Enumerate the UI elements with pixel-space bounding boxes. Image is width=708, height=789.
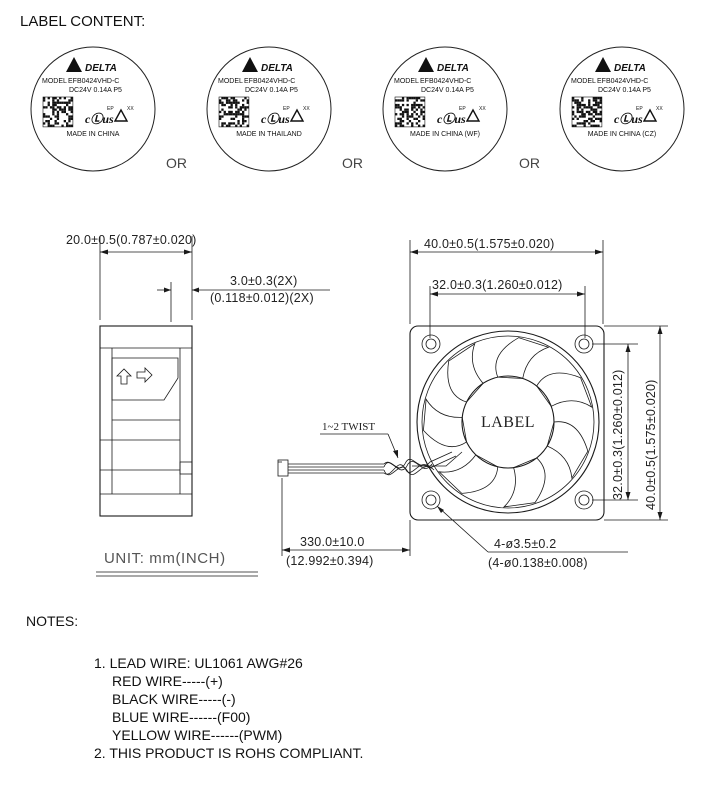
wire-length-dimension-inch: (12.992±0.394)	[286, 554, 374, 568]
note-line: 2. THIS PRODUCT IS ROHS COMPLIANT.	[94, 745, 363, 761]
model-key: MODEL	[42, 78, 67, 85]
brand-name: DELTA	[261, 63, 293, 74]
fan-blade	[495, 337, 550, 379]
unit-label: UNIT: mm(INCH)	[104, 550, 226, 567]
notes-title: NOTES:	[26, 613, 78, 629]
front-view: 40.0±0.5(1.575±0.020) 32.0±0.3(1.260±0.0…	[277, 237, 668, 570]
fan-blade	[546, 421, 589, 480]
delta-logo-icon	[595, 57, 611, 72]
xx-mark: XX	[127, 106, 134, 112]
ul-mark-icon: cⓁus	[85, 112, 114, 126]
hub-label: LABEL	[481, 414, 535, 431]
qr-code-icon	[218, 96, 250, 128]
lip-dimension: 3.0±0.3(2X)	[230, 274, 297, 288]
side-view: 20.0±0.5(0.787±0.020) 3.0±0.3(2X) (0.118…	[66, 233, 330, 577]
note-line: YELLOW WIRE------(PWM)	[112, 727, 282, 743]
airflow-arrow-icon	[116, 368, 132, 385]
height-hole-dimension: 32.0±0.3(1.260±0.012)	[611, 369, 625, 500]
origin: MADE IN CHINA (CZ)	[588, 131, 656, 138]
ep-mark: EP	[283, 106, 290, 112]
or-separator: OR	[342, 155, 363, 171]
warning-triangle-icon	[465, 108, 481, 122]
or-separator: OR	[519, 155, 540, 171]
note-line: RED WIRE-----(+)	[112, 673, 223, 689]
ep-mark: EP	[459, 106, 466, 112]
width-overall-dimension: 40.0±0.5(1.575±0.020)	[424, 237, 555, 251]
rating: DC24V 0.14A P5	[598, 87, 651, 94]
origin: MADE IN CHINA	[67, 131, 120, 138]
delta-logo-icon	[242, 57, 258, 72]
note-line: 1. LEAD WIRE: UL1061 AWG#26	[94, 655, 303, 671]
model-key: MODEL	[394, 78, 419, 85]
or-separator: OR	[166, 155, 187, 171]
fan-blades	[423, 337, 593, 508]
model-number: EFB0424VHD-C	[68, 78, 119, 85]
fan-blade	[423, 398, 467, 448]
note-line: BLACK WIRE-----(-)	[112, 691, 236, 707]
note-line: BLUE WIRE------(F00)	[112, 709, 250, 725]
origin: MADE IN THAILAND	[236, 131, 302, 138]
ul-mark-icon: cⓁus	[437, 112, 466, 126]
label-content-heading: LABEL CONTENT:	[20, 13, 145, 30]
qr-code-icon	[42, 96, 74, 128]
origin: MADE IN CHINA (WF)	[410, 131, 480, 138]
rating: DC24V 0.14A P5	[245, 87, 298, 94]
qr-code-icon	[394, 96, 426, 128]
ep-mark: EP	[107, 106, 114, 112]
xx-mark: XX	[479, 106, 486, 112]
ul-mark-icon: cⓁus	[614, 112, 643, 126]
wire-length-dimension: 330.0±10.0	[300, 535, 364, 549]
xx-mark: XX	[303, 106, 310, 112]
xx-mark: XX	[656, 106, 663, 112]
ul-mark-icon: cⓁus	[261, 112, 290, 126]
warning-triangle-icon	[642, 108, 658, 122]
model-number: EFB0424VHD-C	[244, 78, 295, 85]
rating: DC24V 0.14A P5	[421, 87, 474, 94]
warning-triangle-icon	[289, 108, 305, 122]
hole-diameter-dimension: 4-ø3.5±0.2	[494, 537, 556, 551]
delta-logo-icon	[66, 57, 82, 72]
fan-blade	[447, 342, 484, 403]
depth-dimension: 20.0±0.5(0.787±0.020)	[66, 233, 197, 247]
model-number: EFB0424VHD-C	[420, 78, 471, 85]
ep-mark: EP	[636, 106, 643, 112]
model-key: MODEL	[218, 78, 243, 85]
twist-note: 1~2 TWIST	[322, 421, 375, 433]
fan-hub	[461, 375, 555, 469]
brand-name: DELTA	[85, 63, 117, 74]
qr-code-icon	[571, 96, 603, 128]
rating: DC24V 0.14A P5	[69, 87, 122, 94]
rotation-arrow-icon	[136, 367, 153, 383]
fan-blade	[502, 457, 546, 508]
fan-blade	[437, 454, 499, 494]
brand-name: DELTA	[437, 63, 469, 74]
brand-name: DELTA	[614, 63, 646, 74]
lip-dimension-inch: (0.118±0.012)(2X)	[210, 291, 314, 305]
fan-blade	[536, 372, 593, 408]
delta-logo-icon	[418, 57, 434, 72]
hole-spacing-dimension: 32.0±0.3(1.260±0.012)	[432, 278, 563, 292]
warning-triangle-icon	[113, 108, 129, 122]
model-key: MODEL	[571, 78, 596, 85]
hole-diameter-dimension-inch: (4-ø0.138±0.008)	[488, 556, 588, 570]
height-overall-dimension: 40.0±0.5(1.575±0.020)	[644, 379, 658, 510]
model-number: EFB0424VHD-C	[597, 78, 648, 85]
